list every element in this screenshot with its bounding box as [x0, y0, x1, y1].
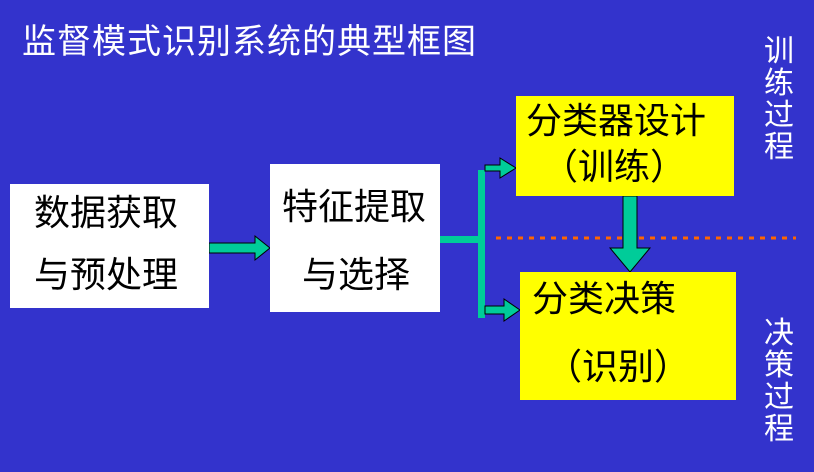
side-label-char: 过 [764, 380, 794, 415]
side-label-char: 决 [764, 316, 794, 351]
box-data-acquisition: 数据获取 与预处理 [10, 184, 209, 308]
box-decision-line1: 分类决策 [532, 279, 677, 320]
side-label-char: 练 [764, 66, 794, 101]
arrow-design-to-decision [608, 195, 652, 273]
side-label-char: 程 [764, 412, 794, 447]
side-label-char: 策 [764, 348, 794, 383]
side-label-training: 训 练 过 程 [762, 36, 796, 164]
arrow-to-classifier-design [484, 157, 517, 179]
connector-bracket [478, 170, 485, 318]
side-label-char: 训 [764, 34, 794, 69]
box-feature-extraction: 特征提取 与选择 [270, 164, 440, 312]
arrow-to-decision [484, 298, 521, 322]
box-classifier-line1: 分类器设计 [526, 101, 707, 142]
side-label-char: 过 [764, 98, 794, 133]
side-label-decision: 决 策 过 程 [762, 318, 796, 446]
arrow-acq-to-feature [208, 234, 271, 262]
box-feature-line2: 与选择 [302, 255, 411, 296]
box-acquisition-line2: 与预处理 [34, 255, 179, 296]
side-label-char: 程 [764, 130, 794, 165]
box-classifier-design: 分类器设计 （训练） [516, 96, 734, 196]
box-acquisition-line1: 数据获取 [34, 193, 179, 234]
box-decision-line2: （识别） [546, 347, 691, 388]
box-classifier-line2: （训练） [542, 147, 687, 188]
page-title: 监督模式识别系统的典型框图 [22, 22, 477, 62]
box-classification-decision: 分类决策 （识别） [520, 272, 736, 400]
box-feature-line1: 特征提取 [282, 187, 427, 228]
connector-stub [440, 236, 478, 243]
